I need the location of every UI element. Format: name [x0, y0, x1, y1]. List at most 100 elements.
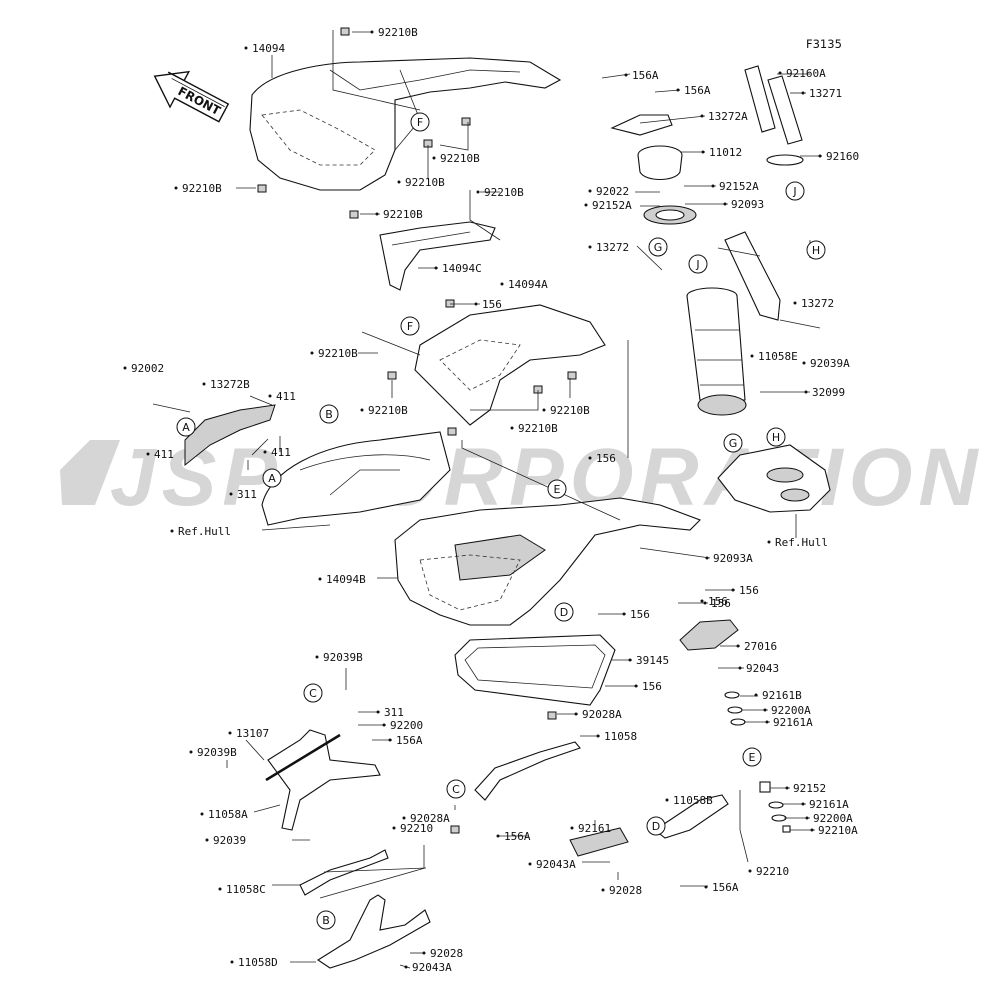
part-11058-bracket — [474, 741, 581, 801]
ref-marker-g: G — [723, 433, 743, 453]
part-washer-stack-right — [724, 691, 791, 833]
callout-dot — [778, 71, 782, 75]
callout-dot — [189, 750, 193, 754]
ref-marker-j: J — [785, 181, 805, 201]
callout-13272: 13272 — [596, 241, 629, 254]
callout-dot — [388, 738, 392, 742]
callout-dot — [810, 828, 814, 832]
callout-dot — [170, 529, 174, 533]
callout-dot — [432, 156, 436, 160]
ref-marker-g: G — [648, 237, 668, 257]
callout-92093: 92093 — [731, 198, 764, 211]
callout-ref-hull: Ref.Hull — [178, 525, 231, 538]
callout-dot — [802, 361, 806, 365]
callout-11058e: 11058E — [758, 350, 798, 363]
callout-92152: 92152 — [793, 782, 826, 795]
callout-dot — [634, 684, 638, 688]
callout-92022: 92022 — [596, 185, 629, 198]
callout-dot — [376, 710, 380, 714]
callout-411: 411 — [271, 446, 291, 459]
svg-text:H: H — [812, 244, 820, 257]
callout-27016: 27016 — [744, 640, 777, 653]
callout-156a: 156A — [684, 84, 711, 97]
callout-dot — [218, 887, 222, 891]
callout-92161: 92161 — [578, 822, 611, 835]
svg-text:J: J — [695, 258, 699, 271]
callout-92210: 92210 — [400, 822, 433, 835]
callout-dot — [801, 802, 805, 806]
part-14094-deck-cover — [249, 57, 562, 191]
callout-92210b: 92210B — [440, 152, 480, 165]
callout-dot — [510, 426, 514, 430]
callout-92160a: 92160A — [786, 67, 826, 80]
callout-92210b: 92210B — [368, 404, 408, 417]
callout-dot — [200, 812, 204, 816]
callout-dot — [588, 189, 592, 193]
callout-92200: 92200 — [390, 719, 423, 732]
callout-11058: 11058 — [604, 730, 637, 743]
callout-dot — [174, 186, 178, 190]
callout-92161a: 92161A — [809, 798, 849, 811]
callout-92200a: 92200A — [771, 704, 811, 717]
callout-156: 156 — [482, 298, 502, 311]
svg-text:A: A — [182, 421, 190, 434]
callout-dot — [588, 456, 592, 460]
part-32099-tube — [686, 287, 747, 416]
callout-dot — [500, 282, 504, 286]
callout-92043a: 92043A — [412, 961, 452, 974]
part-14094C — [379, 221, 496, 291]
callout-13271: 13271 — [809, 87, 842, 100]
callout-92039a: 92039A — [810, 357, 850, 370]
ref-marker-e: E — [547, 479, 567, 499]
svg-text:A: A — [268, 472, 276, 485]
callout-dot — [434, 266, 438, 270]
fasteners — [257, 27, 577, 834]
callout-dot — [375, 212, 379, 216]
ref-marker-f: F — [400, 316, 420, 336]
callout-156: 156 — [630, 608, 650, 621]
callout-411: 411 — [276, 390, 296, 403]
svg-text:D: D — [652, 820, 660, 833]
ref-marker-d: D — [554, 602, 574, 622]
ref-marker-d: D — [646, 816, 666, 836]
ref-marker-a: A — [176, 417, 196, 437]
callout-dot — [146, 452, 150, 456]
callout-dot — [310, 351, 314, 355]
callout-92210b: 92210B — [182, 182, 222, 195]
callout-14094: 14094 — [252, 42, 285, 55]
callout-92043: 92043 — [746, 662, 779, 675]
ref-marker-a: A — [262, 468, 282, 488]
part-ref-hull-right — [717, 444, 831, 513]
callout-dot — [763, 708, 767, 712]
part-14094B-tray — [394, 497, 701, 626]
callout-dot — [360, 408, 364, 412]
callout-dot — [711, 184, 715, 188]
callout-dot — [765, 720, 769, 724]
callout-dot — [731, 588, 735, 592]
part-92160A-strip — [744, 65, 804, 166]
svg-text:J: J — [792, 185, 796, 198]
callout-dot — [244, 46, 248, 50]
callout-dot — [370, 30, 374, 34]
callout-dot — [801, 91, 805, 95]
callout-dot — [229, 492, 233, 496]
callout-dot — [392, 826, 396, 830]
svg-text:C: C — [309, 687, 317, 700]
part-11058B-bracket — [654, 794, 729, 839]
callout-dot — [228, 731, 232, 735]
callout-labels: 1409492210B92210B92210B92210B92210B14094… — [123, 26, 859, 974]
callout-92210b: 92210B — [405, 176, 445, 189]
callout-13107: 13107 — [236, 727, 269, 740]
callout-92210b: 92210B — [550, 404, 590, 417]
svg-text:B: B — [325, 408, 333, 421]
callout-92210b: 92210B — [383, 208, 423, 221]
callout-dot — [318, 577, 322, 581]
callout-dot — [705, 556, 709, 560]
callout-dot — [574, 712, 578, 716]
callout-11058b: 11058B — [673, 794, 713, 807]
ref-marker-c: C — [446, 779, 466, 799]
callout-dot — [474, 302, 478, 306]
svg-text:G: G — [654, 241, 663, 254]
ref-marker-c: C — [303, 683, 323, 703]
